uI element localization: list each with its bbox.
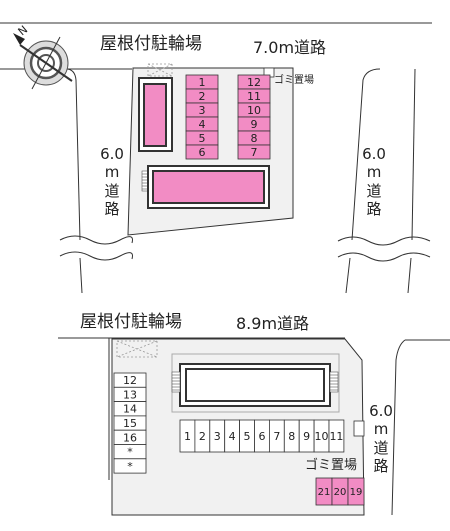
bottom-space-left-label-0: 12 [123, 374, 137, 387]
bottom-road-right-label: 6.0 m 道 路 [365, 402, 397, 475]
road-right-line-1: 6.0 [362, 145, 386, 163]
bottom-space-pink-label-0: 21 [318, 487, 331, 498]
bottom-space-left-label-5: * [127, 446, 133, 459]
bottom-road-label: 8.9m道路 [236, 314, 310, 333]
top-road-breaks [59, 235, 431, 262]
top-garbage-label: ゴミ置場 [274, 75, 314, 86]
bottom-space-left-label-2: 14 [123, 403, 137, 416]
bottom-space-left-6 [113, 458, 147, 474]
top-space-right-label-1: 11 [247, 90, 261, 103]
bottom-space-row-label-6: 7 [273, 430, 280, 443]
bottom-space-left-label-1: 13 [123, 388, 137, 401]
top-space-right-5 [237, 144, 271, 160]
bottom-space-pink-2 [347, 477, 365, 506]
road-right-line-2: m [366, 163, 382, 182]
bottom-space-left-label-4: 16 [123, 431, 137, 444]
bottom-space-row-10 [328, 419, 345, 453]
bottom-space-pink-label-1: 20 [334, 487, 347, 498]
top-space-right-label-0: 12 [247, 76, 261, 89]
top-bike-parking-label: 屋根付駐輪場 [100, 34, 202, 54]
bottom-garbage-box [353, 420, 365, 437]
bottom-space-row-label-3: 4 [229, 430, 236, 443]
road-left-line-3: 道 [104, 181, 120, 200]
bottom-space-pink-label-2: 19 [350, 487, 363, 498]
bottom-space-row-label-0: 1 [184, 430, 191, 443]
top-space-left-label-4: 5 [199, 132, 206, 145]
road-right-line-3: 道 [366, 181, 382, 200]
top-space-right-label-2: 10 [247, 104, 261, 117]
bottom-space-left-label-3: 15 [123, 417, 137, 430]
bottom-bike-parking-label: 屋根付駐輪場 [80, 312, 182, 332]
bottom-road-right-line-2: m [373, 420, 389, 439]
bottom-space-left-label-6: * [127, 460, 133, 473]
top-road-lines [0, 22, 432, 294]
top-bike-parking-slot [147, 63, 173, 77]
top-space-left-label-1: 2 [199, 90, 206, 103]
road-left-line-4: 路 [104, 199, 120, 218]
top-narrow-building [143, 83, 167, 147]
road-left-line-2: m [104, 163, 120, 182]
top-road-right-label: 6.0 m 道 路 [358, 145, 390, 218]
road-left-line-1: 6.0 [100, 145, 124, 163]
top-space-right-label-4: 8 [251, 132, 258, 145]
bottom-stairs-left [171, 371, 181, 393]
top-space-left-5 [185, 144, 219, 160]
top-space-left-label-5: 6 [199, 146, 206, 159]
bottom-space-row-label-2: 3 [214, 430, 221, 443]
top-space-right-label-3: 9 [251, 118, 258, 131]
bottom-garbage-label: ゴミ置場 [305, 458, 358, 473]
bottom-building [185, 368, 325, 402]
bottom-road-right-line-3: 道 [373, 438, 389, 457]
bottom-space-row-label-8: 9 [303, 430, 310, 443]
bottom-space-row-label-4: 5 [244, 430, 251, 443]
top-road-left-label: 6.0 m 道 路 [96, 145, 128, 218]
top-space-right-label-5: 7 [251, 146, 258, 159]
top-space-left-label-0: 1 [199, 76, 206, 89]
bottom-space-row-label-1: 2 [199, 430, 206, 443]
bottom-road-right-line-4: 路 [373, 456, 389, 475]
bottom-space-row-label-10: 11 [329, 430, 343, 443]
top-space-left-label-2: 3 [199, 104, 206, 117]
top-long-building [152, 170, 265, 204]
bottom-space-row-label-5: 6 [258, 430, 265, 443]
compass-icon [13, 33, 73, 90]
road-right-line-4: 路 [366, 199, 382, 218]
top-road-label: 7.0m道路 [253, 38, 327, 57]
bottom-road-lines [58, 337, 450, 516]
top-space-left-label-3: 4 [199, 118, 206, 131]
bottom-space-row-label-9: 10 [315, 430, 329, 443]
bottom-road-right-line-1: 6.0 [369, 402, 393, 420]
bottom-space-row-label-7: 8 [288, 430, 295, 443]
bottom-bike-parking-slot [116, 340, 158, 358]
bottom-stairs-right [329, 371, 339, 393]
